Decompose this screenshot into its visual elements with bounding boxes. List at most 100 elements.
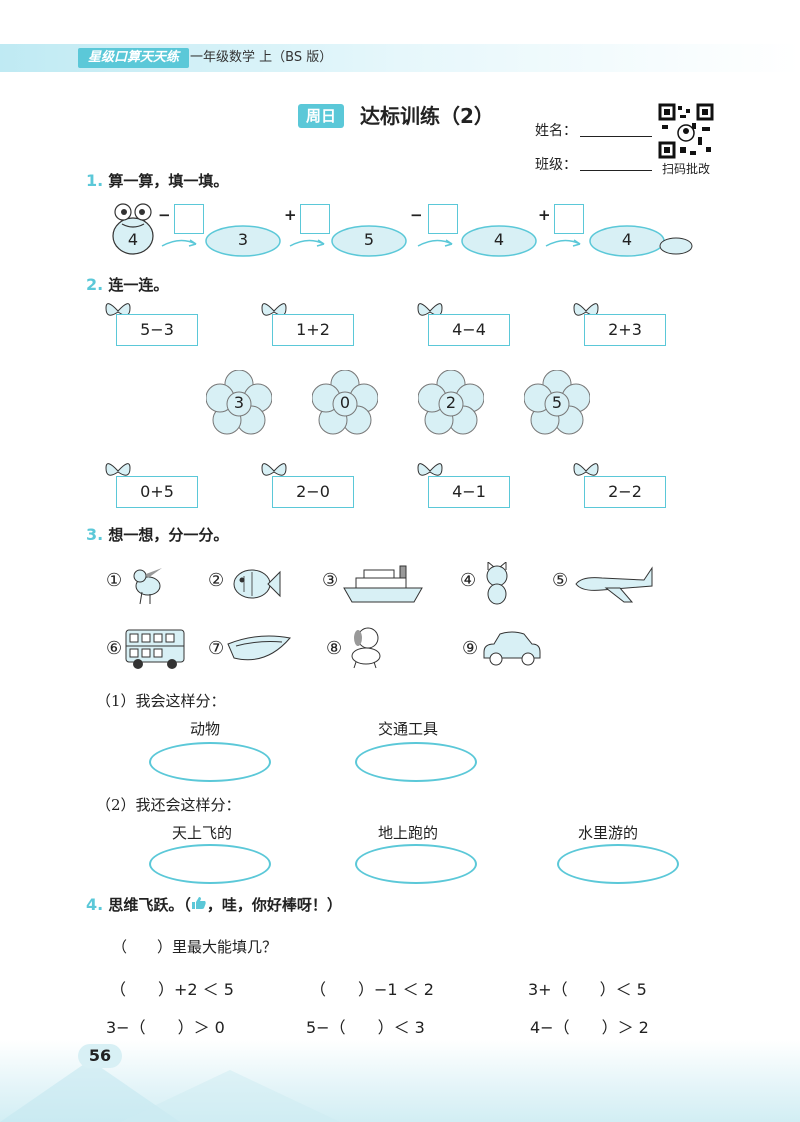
qr-caption: 扫码批改 bbox=[662, 162, 711, 176]
lily-pad-icon bbox=[331, 225, 407, 257]
part-2-label: （2）我还会这样分： bbox=[96, 796, 241, 814]
pad-value-3: 4 bbox=[493, 230, 505, 249]
frog-icon bbox=[112, 203, 154, 255]
op-2: + bbox=[284, 206, 297, 224]
dog-icon bbox=[351, 627, 381, 669]
ineq-5[interactable]: 5−（ ）＜ 3 bbox=[306, 1018, 425, 1037]
oval-sky[interactable] bbox=[149, 844, 271, 884]
ineq-4[interactable]: 3−（ ）＞ 0 bbox=[106, 1018, 225, 1037]
arrow-icon bbox=[545, 239, 581, 247]
flower-4-number[interactable]: 5 bbox=[551, 393, 563, 412]
footer-decoration bbox=[0, 1060, 340, 1122]
section-3-heading: 3. 想一想，分一分。 bbox=[86, 525, 229, 544]
section-1-heading: 1. 算一算，填一填。 bbox=[86, 171, 229, 190]
expr-top-1[interactable]: 5−3 bbox=[116, 314, 198, 346]
bus-icon bbox=[125, 629, 185, 669]
question-text: （ ）里最大能填几？ bbox=[112, 938, 278, 956]
boat-icon bbox=[227, 635, 291, 661]
answer-box-4[interactable] bbox=[554, 204, 584, 234]
car-icon bbox=[483, 631, 541, 666]
flower-icon bbox=[418, 370, 484, 435]
lily-pad-icon bbox=[461, 225, 537, 257]
op-1: − bbox=[158, 206, 171, 224]
arrow-icon bbox=[417, 239, 453, 247]
ineq-1[interactable]: （ ）+2 ＜ 5 bbox=[110, 980, 234, 999]
item-4-label: ④ bbox=[460, 570, 477, 591]
thumbs-up-icon bbox=[191, 897, 206, 909]
op-3: − bbox=[410, 206, 423, 224]
section-4-heading: 4. 思维飞跃。（，哇，你好棒呀！） bbox=[86, 895, 342, 914]
lily-pad-icon bbox=[205, 225, 281, 257]
butterfly-icon bbox=[261, 303, 287, 316]
flower-icon bbox=[312, 370, 378, 435]
butterfly-icon bbox=[417, 303, 443, 316]
airplane-icon bbox=[575, 566, 653, 603]
flower-1-number[interactable]: 3 bbox=[233, 393, 245, 412]
section-2-heading: 2. 连一连。 bbox=[86, 275, 169, 294]
frog-start-number: 4 bbox=[127, 230, 139, 249]
class-line[interactable] bbox=[580, 170, 652, 171]
expr-bottom-1[interactable]: 0+5 bbox=[116, 476, 198, 508]
arrow-icon bbox=[161, 239, 197, 247]
flower-icon bbox=[524, 370, 590, 435]
ineq-2[interactable]: （ ）−1 ＜ 2 bbox=[310, 980, 434, 999]
ineq-6[interactable]: 4−（ ）＞ 2 bbox=[530, 1018, 649, 1037]
oval-animals[interactable] bbox=[149, 742, 271, 782]
oval-water[interactable] bbox=[557, 844, 679, 884]
item-6-label: ⑥ bbox=[106, 638, 123, 659]
cat-icon bbox=[486, 562, 508, 605]
expr-bottom-4[interactable]: 2−2 bbox=[584, 476, 666, 508]
expr-top-3[interactable]: 4−4 bbox=[428, 314, 510, 346]
page-title: 达标训练（2） bbox=[360, 104, 494, 128]
flower-2-number[interactable]: 0 bbox=[339, 393, 351, 412]
item-7-label: ⑦ bbox=[208, 638, 225, 659]
op-4: + bbox=[538, 206, 551, 224]
part-1-label: （1）我会这样分： bbox=[96, 692, 226, 710]
item-8-label: ⑧ bbox=[326, 638, 343, 659]
item-1-label: ① bbox=[106, 570, 123, 591]
category-land: 地上跑的 bbox=[378, 824, 439, 842]
item-5-label: ⑤ bbox=[552, 570, 569, 591]
answer-box-1[interactable] bbox=[174, 204, 204, 234]
item-2-label: ② bbox=[208, 570, 225, 591]
butterfly-icon bbox=[573, 463, 599, 476]
butterfly-icon bbox=[261, 463, 287, 476]
answer-box-3[interactable] bbox=[428, 204, 458, 234]
butterfly-icon bbox=[105, 463, 131, 476]
ineq-3[interactable]: 3+（ ）＜ 5 bbox=[528, 980, 647, 999]
day-badge: 周日 bbox=[298, 104, 344, 128]
fish-icon bbox=[233, 569, 281, 599]
butterfly-icon bbox=[417, 463, 443, 476]
ship-icon bbox=[343, 565, 423, 603]
category-sky: 天上飞的 bbox=[172, 824, 233, 842]
flower-icon bbox=[206, 370, 272, 435]
pad-value-2: 5 bbox=[363, 230, 375, 249]
category-water: 水里游的 bbox=[578, 824, 639, 842]
name-label: 姓名： bbox=[535, 123, 577, 139]
item-9-label: ⑨ bbox=[462, 638, 479, 659]
book-title: 一年级数学 上（BS 版） bbox=[190, 50, 333, 65]
series-brand: 星级口算天天练 bbox=[78, 48, 190, 68]
oval-transport[interactable] bbox=[355, 742, 477, 782]
bird-icon bbox=[133, 568, 162, 605]
pad-value-1: 3 bbox=[237, 230, 249, 249]
butterfly-icon bbox=[573, 303, 599, 316]
pad-value-4: 4 bbox=[621, 230, 633, 249]
expr-top-2[interactable]: 1+2 bbox=[272, 314, 354, 346]
qr-code-icon[interactable] bbox=[658, 103, 714, 159]
category-animals: 动物 bbox=[190, 720, 221, 738]
expr-bottom-3[interactable]: 4−1 bbox=[428, 476, 510, 508]
answer-box-2[interactable] bbox=[300, 204, 330, 234]
category-transport: 交通工具 bbox=[378, 720, 439, 738]
item-3-label: ③ bbox=[322, 570, 339, 591]
page-number: 56 bbox=[78, 1044, 122, 1068]
expr-bottom-2[interactable]: 2−0 bbox=[272, 476, 354, 508]
butterfly-icon bbox=[105, 303, 131, 316]
name-line[interactable] bbox=[580, 136, 652, 137]
expr-top-4[interactable]: 2+3 bbox=[584, 314, 666, 346]
lily-pad-icon bbox=[589, 225, 693, 257]
oval-land[interactable] bbox=[355, 844, 477, 884]
flower-3-number[interactable]: 2 bbox=[445, 393, 457, 412]
class-label: 班级： bbox=[535, 157, 577, 173]
arrow-icon bbox=[289, 239, 325, 247]
